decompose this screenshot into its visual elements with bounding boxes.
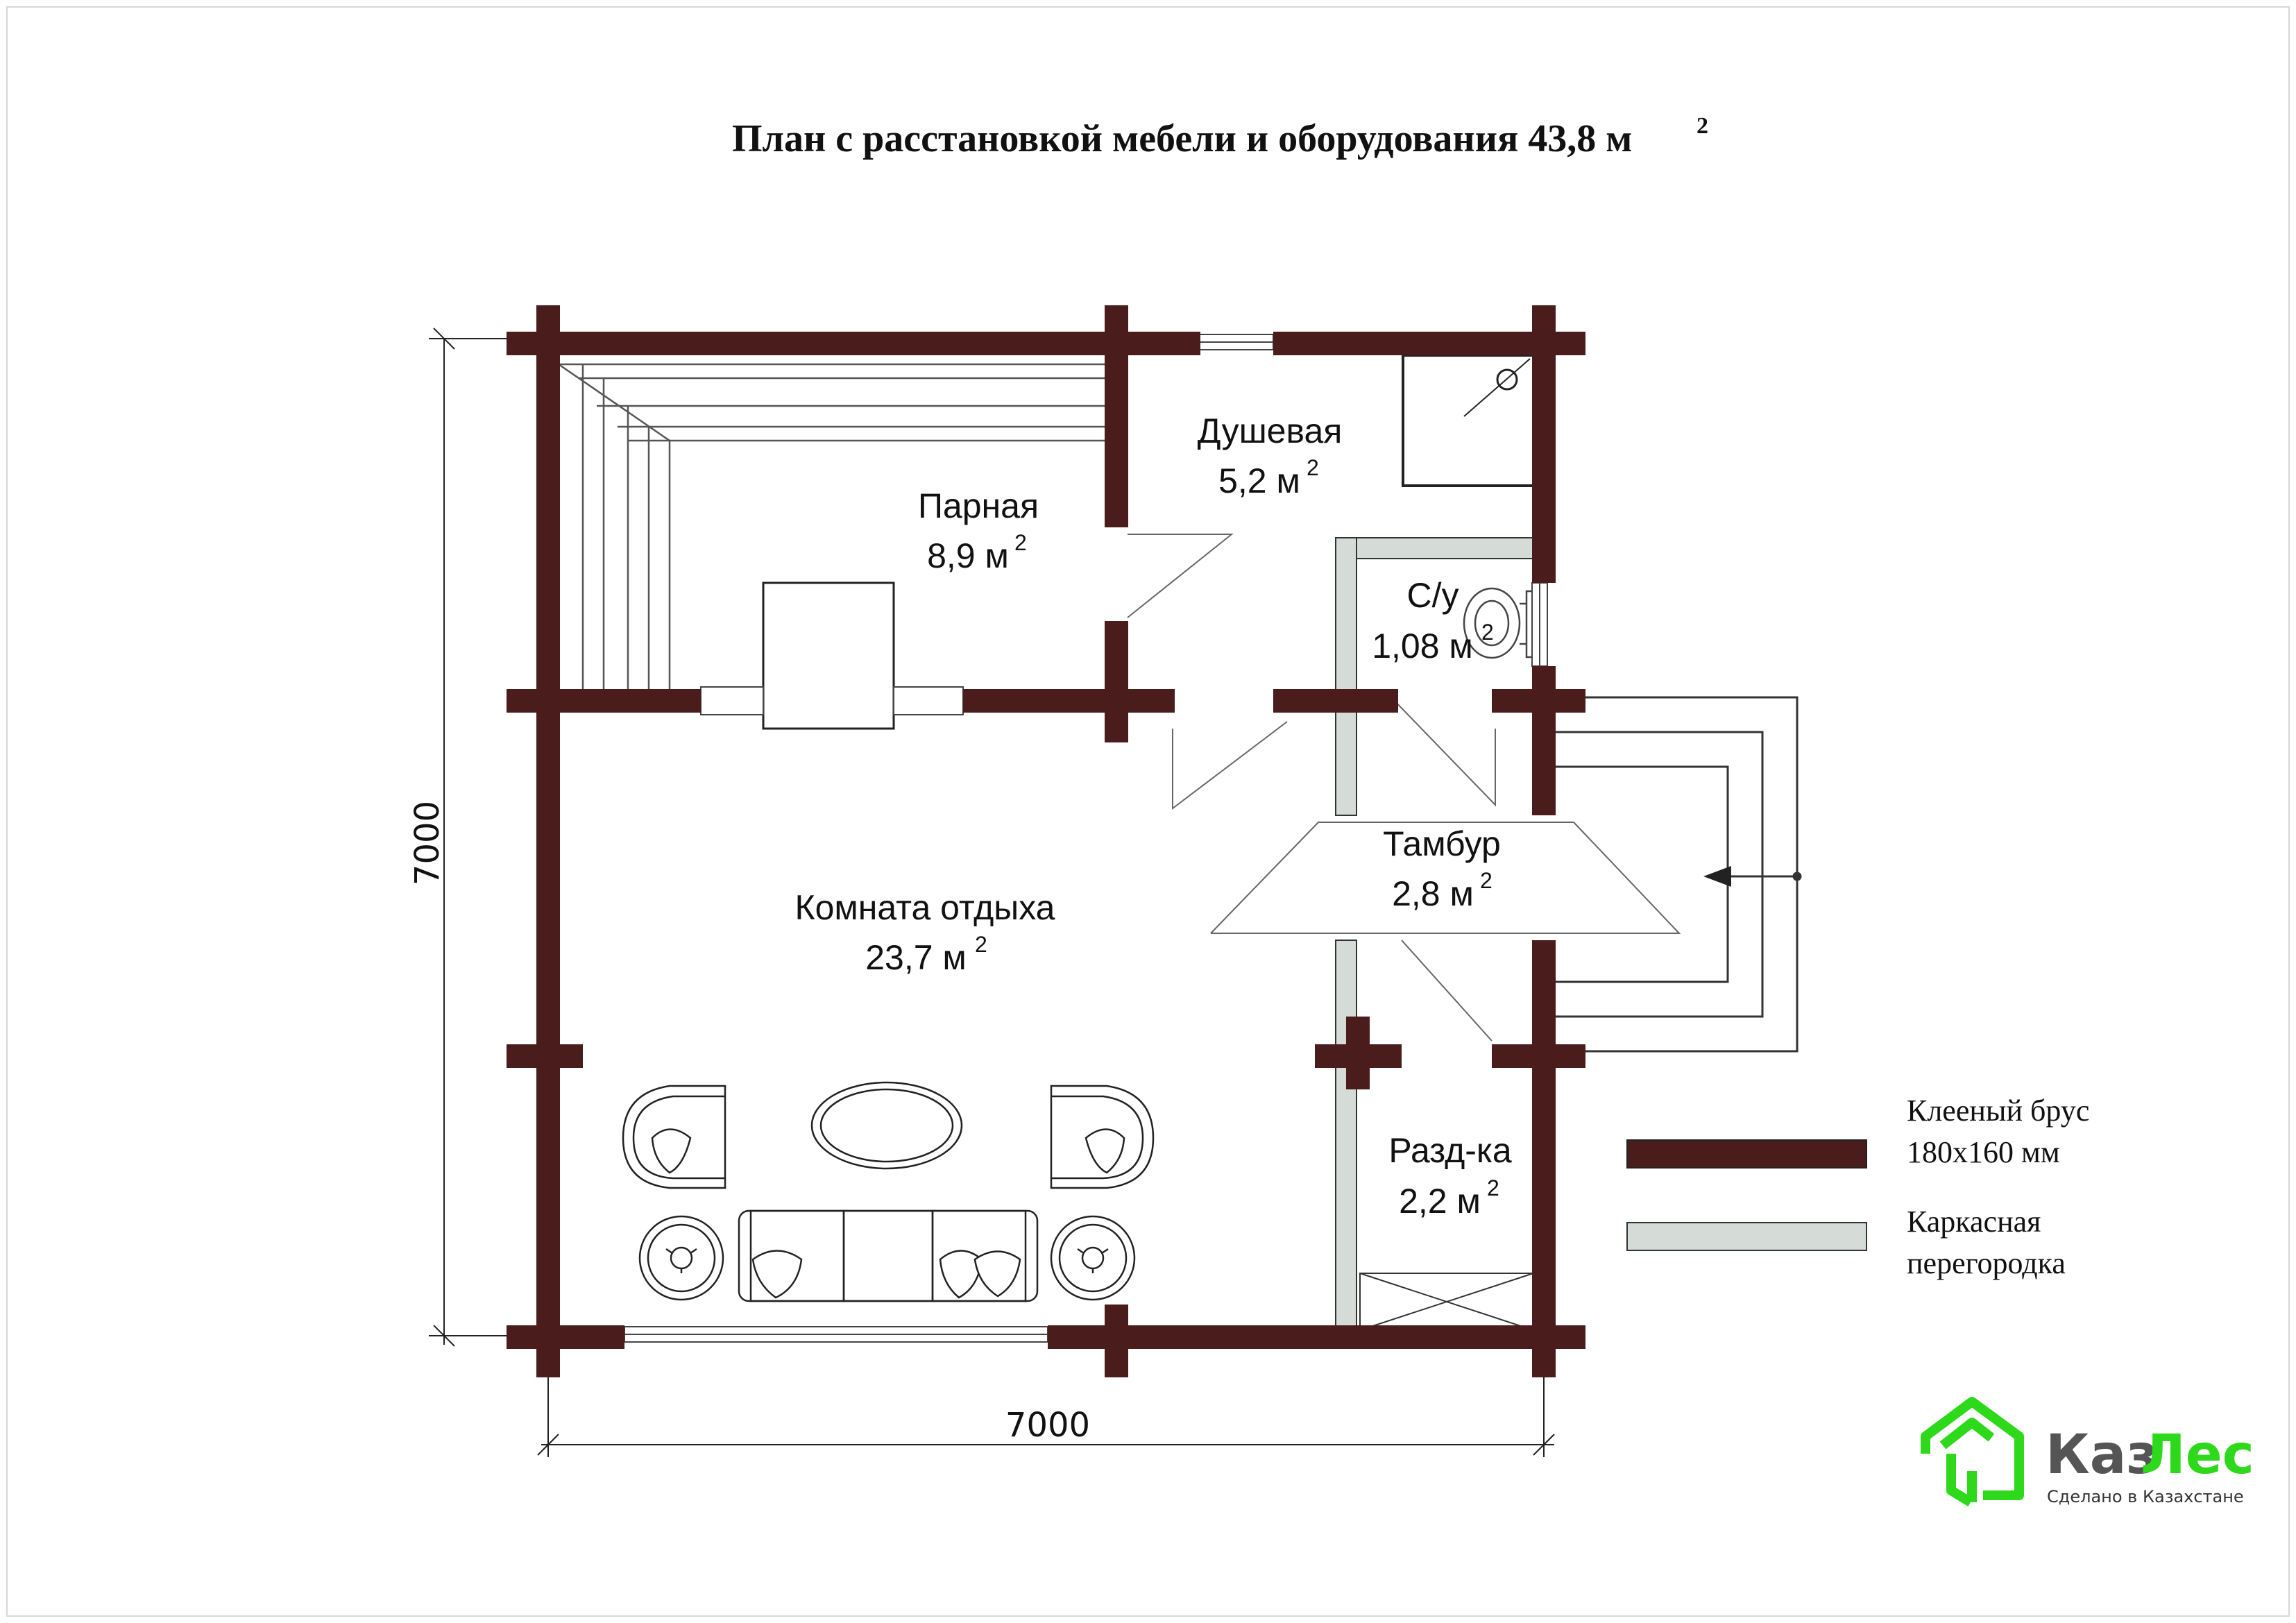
legend-swatch-frame (1626, 1222, 1867, 1251)
sauna-stove (762, 581, 895, 730)
room-area-komnata: 23,7 м (865, 938, 967, 977)
partition-razdka-left (1335, 940, 1357, 1329)
room-name-dushevaya: Душевая (1198, 411, 1343, 450)
wall-top-left (507, 332, 1200, 355)
wall-bottom-post (1105, 1305, 1128, 1377)
sup-tambur: 2 (1480, 868, 1493, 893)
legend-swatch-beam (1626, 1139, 1867, 1169)
entry-arrow-dot (1792, 872, 1802, 881)
cushion-icon (751, 1250, 803, 1299)
sup-parnaya: 2 (1014, 530, 1027, 555)
wall-right-stub-lower (1492, 1044, 1585, 1068)
shower-tray (1402, 354, 1535, 487)
wall-right-middle (1532, 666, 1556, 815)
partition-su-left (1335, 537, 1357, 816)
legend-frame-line2: перегородка (1907, 1246, 2066, 1280)
room-name-tambur: Тамбур (1383, 824, 1501, 863)
stair-step-outer (1582, 696, 1798, 1053)
dimension-lines (429, 328, 1555, 1457)
frame-partitions (1335, 537, 1538, 1329)
brand-logo: Каз Лес Сделано в Казахстане (1921, 1397, 2254, 1506)
room-area-dushevaya: 5,2 м (1218, 461, 1300, 500)
height-dimension-label: 7000 (408, 801, 447, 885)
stove-opening-right (893, 686, 964, 715)
wall-su-bottom (1273, 689, 1398, 713)
brand-name-part2: Лес (2141, 1424, 2254, 1486)
wall-bottom-left (507, 1325, 624, 1349)
wall-right-stub (1492, 689, 1585, 713)
plan-title: План с расстановкой мебели и оборудовани… (732, 113, 1708, 160)
legend-beam-line1: Клееный брус (1907, 1094, 2089, 1128)
brand-tagline: Сделано в Казахстане (2047, 1487, 2244, 1506)
door-swing-entrance (1210, 822, 1681, 934)
partition-su-top (1335, 537, 1538, 559)
wall-razdka-post (1346, 1017, 1370, 1089)
windows (624, 334, 1548, 1343)
room-area-superscripts: 2 2 2 2 2 2 (975, 455, 1499, 1200)
room-name-parnaya: Парная (918, 486, 1039, 525)
room-name-su: С/у (1407, 576, 1459, 615)
entry-arrow-head (1703, 866, 1731, 887)
door-swing-su (1391, 697, 1496, 807)
height-tick-bottom (433, 1325, 455, 1347)
door-swings (1127, 534, 1681, 1042)
sup-komnata: 2 (975, 932, 987, 957)
legend-beam-line2: 180x160 мм (1907, 1135, 2060, 1169)
width-tick-left (537, 1434, 559, 1456)
rest-room-furniture (622, 1081, 1155, 1302)
stair-step-inner (1554, 765, 1729, 983)
legend: Клееный брус 180x160 мм Каркасная перего… (1626, 1094, 2089, 1280)
cabinet-razdka (1359, 1273, 1534, 1331)
cushion-icon (939, 1250, 983, 1299)
side-table-left (638, 1215, 724, 1301)
coffee-table (810, 1081, 963, 1170)
side-table-right (1050, 1215, 1136, 1301)
armchair-right (1050, 1085, 1155, 1189)
height-tick-top (433, 328, 455, 350)
house-logo-icon (1921, 1397, 2024, 1506)
sup-dushevaya: 2 (1307, 455, 1319, 480)
wall-right-upper (1532, 305, 1556, 583)
room-name-komnata: Комната отдыха (795, 888, 1055, 927)
sofa (738, 1209, 1039, 1302)
legend-frame-line1: Каркасная (1907, 1205, 2041, 1239)
sup-su: 2 (1481, 620, 1494, 645)
wall-right-lower (1532, 940, 1556, 1377)
wall-middle-right (963, 689, 1175, 713)
title-superscript: 2 (1697, 113, 1708, 139)
width-dimension-label: 7000 (1005, 1406, 1090, 1445)
wall-bottom-right (1048, 1325, 1585, 1349)
wall-parnaya-right-lower (1105, 621, 1128, 742)
wall-left (536, 305, 560, 1377)
room-area-tambur: 2,8 м (1392, 874, 1474, 913)
room-name-razdka: Разд-ка (1388, 1131, 1512, 1170)
wall-middle-left (507, 689, 701, 713)
entrance-stairs (1554, 696, 1802, 1053)
cushion-icon (973, 1250, 1021, 1298)
width-tick-right (1533, 1434, 1555, 1456)
wall-parnaya-right-upper (1105, 305, 1128, 527)
shower-head-icon (1496, 368, 1518, 391)
armchair-left (622, 1085, 726, 1189)
log-walls (507, 305, 1585, 1377)
sup-razdka: 2 (1487, 1175, 1499, 1200)
wall-left-stub (507, 1044, 583, 1068)
room-area-su: 1,08 м (1372, 627, 1473, 665)
room-area-razdka: 2,2 м (1399, 1182, 1481, 1221)
door-swing-rest (1172, 721, 1288, 810)
room-area-parnaya: 8,9 м (927, 536, 1009, 575)
page-border (6, 6, 2290, 1617)
room-labels: Парная 8,9 м Душевая 5,2 м С/у 1,08 м Та… (795, 411, 1512, 1221)
toilet-icon (1463, 587, 1543, 659)
door-swing-shower (1127, 534, 1234, 618)
brand-name-part1: Каз (2046, 1424, 2158, 1486)
stove-opening-left (700, 686, 764, 715)
title-text: План с расстановкой мебели и оборудовани… (732, 117, 1632, 160)
door-swing-razdka (1401, 940, 1493, 1042)
stair-step-middle (1554, 731, 1764, 1018)
